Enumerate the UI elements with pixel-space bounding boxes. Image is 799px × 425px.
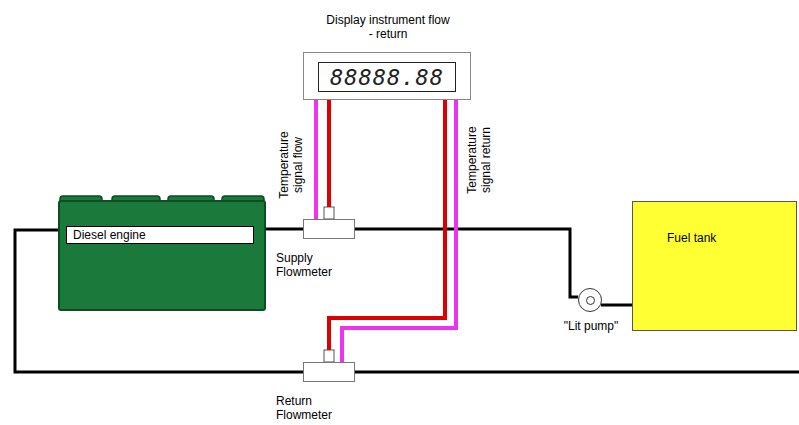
engine-label: Diesel engine xyxy=(66,226,254,244)
display-instrument: Display instrument flow - return88888.88 xyxy=(303,52,471,100)
fuel-pipe xyxy=(355,229,578,297)
fuel-pipe xyxy=(266,228,303,231)
flowmeter: Supply Flowmeter xyxy=(303,219,355,239)
digital-readout: 88888.88 xyxy=(318,62,456,92)
flowmeter: Return Flowmeter xyxy=(303,362,355,382)
signal-label: Temperature signal flow xyxy=(277,119,305,211)
sensor-tab xyxy=(324,350,334,362)
pump-label: "Lit pump" xyxy=(551,319,631,333)
pump-symbol: "Lit pump" xyxy=(578,288,602,312)
signal-wire xyxy=(342,100,456,362)
display-digits: 88888.88 xyxy=(330,65,444,90)
return-pipe xyxy=(355,371,799,374)
pump-inner xyxy=(586,296,595,305)
flowmeter-label: Return Flowmeter xyxy=(276,394,352,422)
fuel-tank: Fuel tank xyxy=(632,201,797,331)
tank-label: Fuel tank xyxy=(667,231,716,245)
instrument-title: Display instrument flow - return xyxy=(324,13,452,41)
signal-wire xyxy=(314,100,318,219)
signal-label: Temperature signal return xyxy=(465,114,493,206)
fuel-pipe xyxy=(601,304,632,307)
flowmeter-label: Supply Flowmeter xyxy=(276,251,352,279)
sensor-tab xyxy=(324,207,334,219)
engine-block: Diesel engine xyxy=(58,200,266,311)
signal-wire xyxy=(327,100,331,207)
